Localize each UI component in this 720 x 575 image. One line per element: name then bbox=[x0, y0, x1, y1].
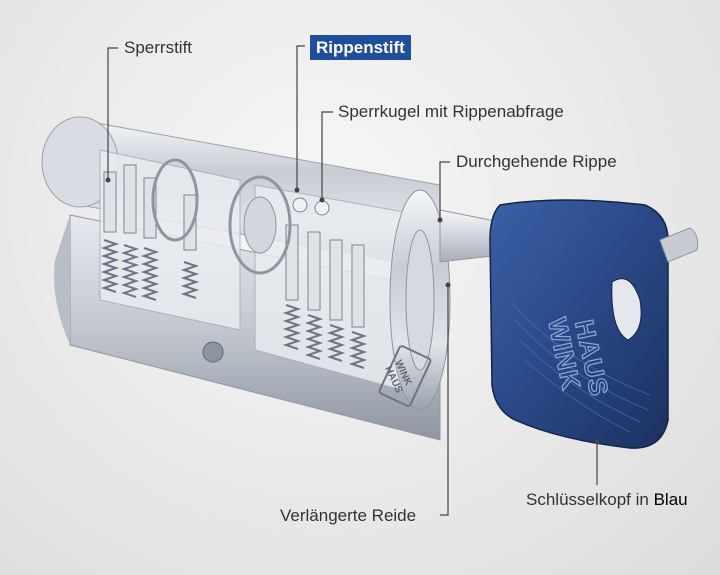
plug-ring bbox=[151, 158, 292, 275]
label-schluesselkopf-color: Blau bbox=[653, 490, 688, 509]
springs-left bbox=[100, 239, 200, 301]
key-head bbox=[489, 199, 699, 449]
label-schluesselkopf: Schlüsselkopf in Blau bbox=[526, 490, 688, 510]
label-sperrkugel: Sperrkugel mit Rippenabfrage bbox=[338, 102, 564, 121]
leader-sperrstift bbox=[107, 47, 118, 180]
pins-left bbox=[103, 164, 197, 251]
screw-hole bbox=[202, 341, 224, 363]
label-durchgehende-rippe: Durchgehende Rippe bbox=[456, 152, 617, 171]
leader-durchgehende-rippe bbox=[439, 161, 450, 220]
leader-dots bbox=[105, 177, 600, 445]
label-schluesselkopf-prefix: Schlüsselkopf in bbox=[526, 490, 649, 509]
leader-lines bbox=[107, 45, 598, 516]
cylinder-logo-stamp bbox=[378, 345, 432, 407]
label-sperrstift: Sperrstift bbox=[124, 38, 193, 57]
leader-rippenstift bbox=[296, 45, 305, 190]
springs-right bbox=[282, 304, 368, 369]
leader-sperrkugel bbox=[321, 111, 333, 200]
front-ring bbox=[389, 189, 451, 411]
label-verlaengerte-reide: Verlängerte Reide bbox=[280, 506, 417, 525]
locking-balls bbox=[292, 197, 330, 216]
leader-verlaengerte-reide bbox=[440, 285, 449, 516]
label-rippenstift: Rippenstift bbox=[310, 35, 411, 60]
